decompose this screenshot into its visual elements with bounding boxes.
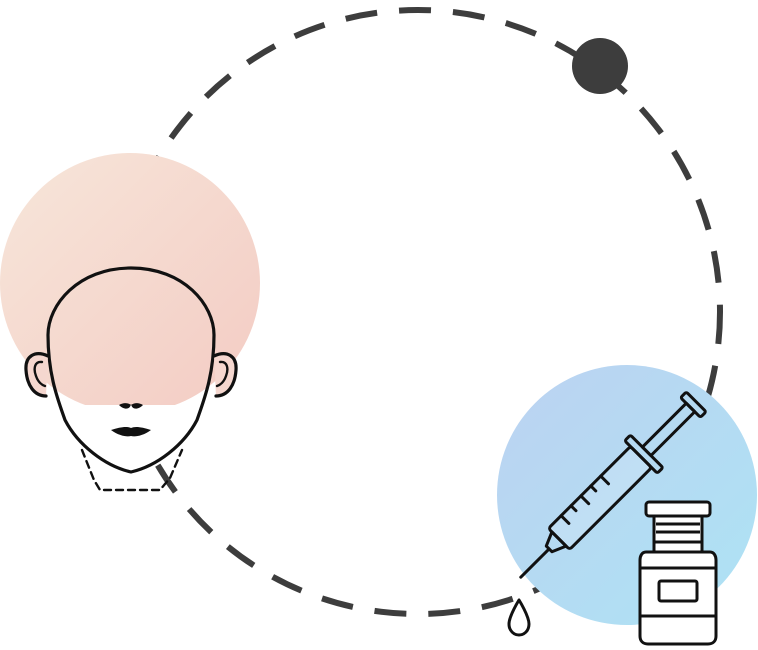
vial-icon <box>638 500 718 646</box>
syringe-background-circle <box>497 365 757 625</box>
face-background-circle <box>0 153 260 413</box>
orbit-marker-dot <box>572 38 628 94</box>
drop-icon <box>507 598 531 637</box>
face-features <box>111 403 151 437</box>
face-outline-icon <box>24 266 238 492</box>
syringe-icon <box>519 391 707 579</box>
